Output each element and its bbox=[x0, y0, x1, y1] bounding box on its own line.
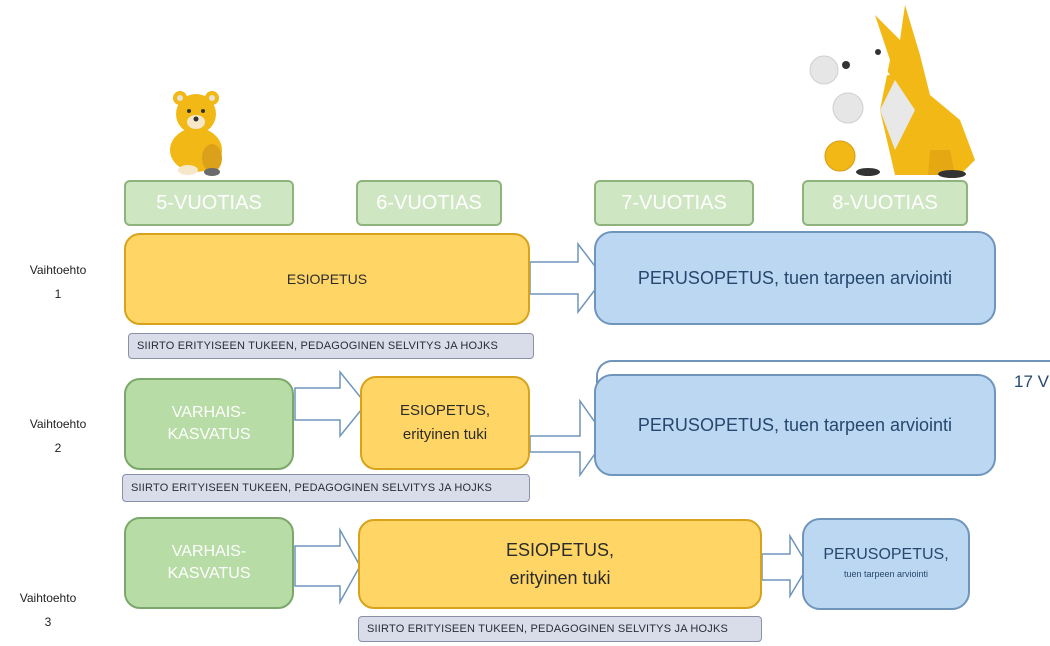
option-3-basic-education: PERUSOPETUS, tuen tarpeen arviointi bbox=[802, 518, 970, 610]
arrows bbox=[294, 241, 809, 605]
age-header-7: 7-VUOTIAS bbox=[594, 180, 754, 226]
option-3-preschool: ESIOPETUS, erityinen tuki bbox=[358, 519, 762, 609]
age-header-6: 6-VUOTIAS bbox=[356, 180, 502, 226]
option-2-preschool: ESIOPETUS, erityinen tuki bbox=[360, 376, 530, 470]
option-3-note: SIIRTO ERITYISEEN TUKEEN, PEDAGOGINEN SE… bbox=[358, 616, 762, 642]
option-1-basic-education: PERUSOPETUS, tuen tarpeen arviointi bbox=[594, 231, 996, 325]
age-header-8: 8-VUOTIAS bbox=[802, 180, 968, 226]
arrow-3b bbox=[761, 533, 809, 599]
option-1-note: SIIRTO ERITYISEEN TUKEEN, PEDAGOGINEN SE… bbox=[128, 333, 534, 359]
option-2-note: SIIRTO ERITYISEEN TUKEEN, PEDAGOGINEN SE… bbox=[122, 474, 530, 502]
option-3-early-education: VARHAIS- KASVATUS bbox=[124, 517, 294, 609]
arrow-2b bbox=[529, 398, 607, 478]
dog-with-balls-icon bbox=[809, 5, 975, 178]
bear-cub-icon bbox=[170, 91, 222, 176]
age-header-5: 5-VUOTIAS bbox=[124, 180, 294, 226]
option-2-basic-education: PERUSOPETUS, tuen tarpeen arviointi bbox=[594, 374, 996, 476]
option-1-label: Vaihtoehto 1 bbox=[29, 263, 87, 301]
option-1-preschool: ESIOPETUS bbox=[124, 233, 530, 325]
option-3-basic-subtitle: tuen tarpeen arviointi bbox=[843, 569, 929, 579]
arrow-3a bbox=[294, 527, 361, 605]
option-2-side-label: 17 V bbox=[1014, 372, 1049, 391]
option-3-basic-title: PERUSOPETUS, bbox=[823, 546, 949, 563]
option-2-early-education: VARHAIS- KASVATUS bbox=[124, 378, 294, 470]
arrow-2a bbox=[294, 369, 367, 439]
option-3-label: Vaihtoehto 3 bbox=[19, 591, 77, 629]
arrow-1 bbox=[529, 241, 605, 315]
option-2-label: Vaihtoehto 2 bbox=[29, 417, 87, 455]
